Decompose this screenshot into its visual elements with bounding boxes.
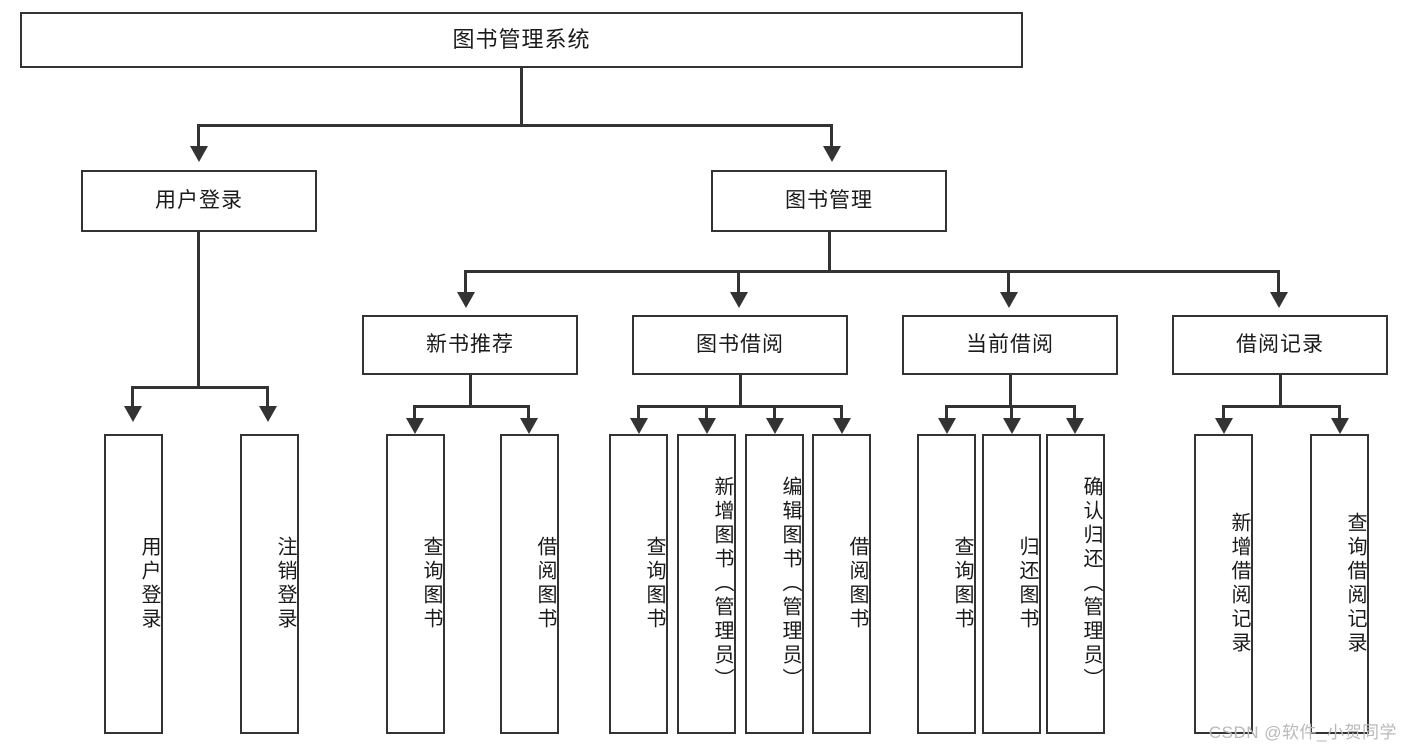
- node-label: 图书管理: [785, 189, 873, 213]
- node-label: 当前借阅: [966, 333, 1054, 357]
- node-leaf-confirm-return[interactable]: 确认归还（管理员）: [1046, 434, 1105, 734]
- node-label: 借阅图书: [846, 536, 868, 632]
- node-leaf-return-book[interactable]: 归还图书: [982, 434, 1041, 734]
- node-leaf-query-book-2[interactable]: 查询图书: [609, 434, 668, 734]
- arrow-to-leaf-borrow-book-2: [833, 418, 851, 434]
- node-label: 查询图书: [420, 536, 442, 632]
- connector-book-borrow-drop-3: [773, 405, 776, 419]
- node-label: 查询图书: [643, 536, 665, 632]
- node-leaf-add-book[interactable]: 新增图书（管理员）: [677, 434, 736, 734]
- node-label: 图书管理系统: [452, 26, 591, 52]
- node-leaf-user-login[interactable]: 用户登录: [104, 434, 163, 734]
- arrow-to-leaf-query-book-3: [938, 418, 956, 434]
- connector-root-stem: [520, 68, 523, 124]
- node-label: 新增借阅记录: [1228, 512, 1250, 656]
- node-user-login[interactable]: 用户登录: [81, 170, 317, 232]
- node-book-manage[interactable]: 图书管理: [711, 170, 947, 232]
- connector-current-borrow-drop-1: [945, 405, 948, 419]
- node-label: 查询借阅记录: [1344, 512, 1366, 656]
- arrow-to-leaf-edit-book: [766, 418, 784, 434]
- connector-book-manage-drop-4: [1277, 270, 1280, 292]
- arrow-to-new-book-recommend: [457, 292, 475, 308]
- arrow-to-leaf-query-book-2: [630, 418, 648, 434]
- node-label: 注销登录: [274, 536, 296, 632]
- node-leaf-query-book-1[interactable]: 查询图书: [386, 434, 445, 734]
- node-label: 借阅记录: [1236, 333, 1324, 357]
- node-leaf-add-record[interactable]: 新增借阅记录: [1194, 434, 1253, 734]
- node-label: 用户登录: [155, 189, 243, 213]
- connector-current-borrow-drop-2: [1010, 405, 1013, 419]
- connector-new-book-stem: [469, 375, 472, 405]
- connector-new-book-drop-1: [413, 405, 416, 419]
- connector-book-borrow-bus: [637, 405, 843, 408]
- arrow-to-book-borrow: [730, 292, 748, 308]
- connector-current-borrow-stem: [1009, 375, 1012, 405]
- node-book-borrow[interactable]: 图书借阅: [632, 315, 848, 375]
- connector-borrow-record-drop-2: [1338, 405, 1341, 419]
- node-label: 新书推荐: [426, 333, 514, 357]
- node-label: 查询图书: [951, 536, 973, 632]
- connector-current-borrow-drop-3: [1073, 405, 1076, 419]
- node-label: 确认归还（管理员）: [1080, 476, 1102, 692]
- arrow-to-book-manage: [823, 146, 841, 162]
- connector-root-to-user-login: [197, 124, 200, 146]
- connector-book-manage-stem: [828, 232, 831, 270]
- node-leaf-borrow-book-2[interactable]: 借阅图书: [812, 434, 871, 734]
- connector-borrow-record-bus: [1222, 405, 1341, 408]
- node-label: 借阅图书: [534, 536, 556, 632]
- connector-book-borrow-drop-1: [637, 405, 640, 419]
- arrow-to-leaf-user-logout: [259, 406, 277, 422]
- connector-root-to-book-manage: [830, 124, 833, 146]
- node-root-system[interactable]: 图书管理系统: [20, 12, 1023, 68]
- arrow-to-current-borrow: [1000, 292, 1018, 308]
- node-leaf-query-book-3[interactable]: 查询图书: [917, 434, 976, 734]
- arrow-to-leaf-return-book: [1003, 418, 1021, 434]
- node-current-borrow[interactable]: 当前借阅: [902, 315, 1118, 375]
- connector-book-manage-bus: [464, 270, 1280, 273]
- connector-user-login-drop-2: [266, 386, 269, 406]
- arrow-to-leaf-add-book: [698, 418, 716, 434]
- node-borrow-record[interactable]: 借阅记录: [1172, 315, 1388, 375]
- connector-root-bus: [197, 124, 833, 127]
- arrow-to-leaf-user-login: [124, 406, 142, 422]
- connector-book-borrow-drop-4: [840, 405, 843, 419]
- connector-user-login-drop-1: [131, 386, 134, 406]
- node-leaf-query-record[interactable]: 查询借阅记录: [1310, 434, 1369, 734]
- arrow-to-leaf-query-record: [1331, 418, 1349, 434]
- node-label: 编辑图书（管理员）: [779, 476, 801, 692]
- connector-new-book-bus: [413, 405, 530, 408]
- connector-user-login-stem: [197, 232, 200, 386]
- arrow-to-leaf-add-record: [1215, 418, 1233, 434]
- node-leaf-edit-book[interactable]: 编辑图书（管理员）: [745, 434, 804, 734]
- connector-book-borrow-drop-2: [705, 405, 708, 419]
- connector-book-manage-drop-1: [464, 270, 467, 292]
- arrow-to-borrow-record: [1270, 292, 1288, 308]
- arrow-to-user-login: [190, 146, 208, 162]
- arrow-to-leaf-borrow-book-1: [520, 418, 538, 434]
- arrow-to-leaf-query-book-1: [406, 418, 424, 434]
- connector-book-manage-drop-2: [737, 270, 740, 292]
- node-label: 用户登录: [138, 536, 160, 632]
- node-label: 归还图书: [1016, 536, 1038, 632]
- node-label: 图书借阅: [696, 333, 784, 357]
- connector-book-manage-drop-3: [1007, 270, 1010, 292]
- node-leaf-user-logout[interactable]: 注销登录: [240, 434, 299, 734]
- connector-borrow-record-drop-1: [1222, 405, 1225, 419]
- connector-new-book-drop-2: [527, 405, 530, 419]
- connector-user-login-bus: [131, 386, 269, 389]
- arrow-to-leaf-confirm-return: [1066, 418, 1084, 434]
- node-new-book-recommend[interactable]: 新书推荐: [362, 315, 578, 375]
- node-label: 新增图书（管理员）: [711, 476, 733, 692]
- node-leaf-borrow-book-1[interactable]: 借阅图书: [500, 434, 559, 734]
- connector-borrow-record-stem: [1279, 375, 1282, 405]
- connector-book-borrow-stem: [739, 375, 742, 405]
